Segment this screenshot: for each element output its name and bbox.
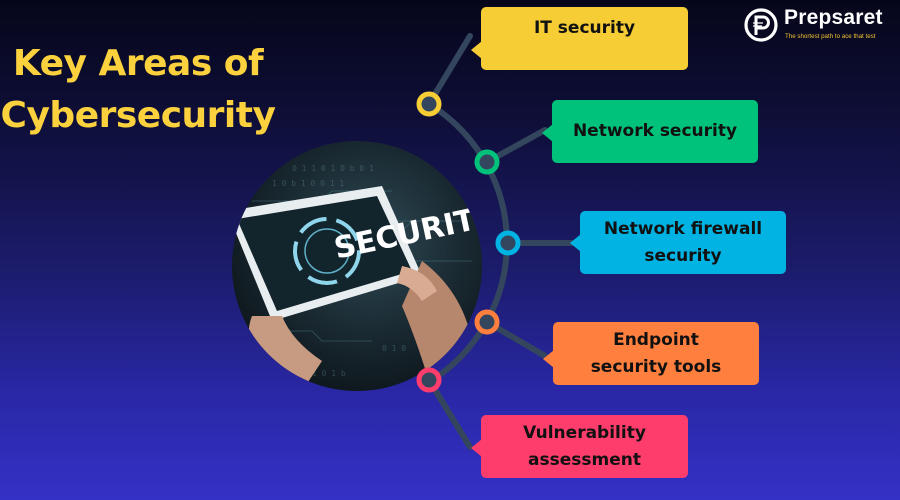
area-label-line-2: security tools [590, 356, 722, 377]
svg-text:0 1 0: 0 1 0 [382, 344, 406, 353]
security-tablet-image: 0 1 1 0 1 0 b 0 1 1 0 b 1 0 0 1 1 0 1 0 1 … [232, 141, 482, 391]
area-label: Network security [572, 121, 738, 141]
connector-arc [426, 101, 510, 385]
area-label-line-1: Vulnerability [523, 422, 646, 443]
connector-1 [426, 33, 473, 107]
area-network-firewall-security: Network firewall security [570, 211, 786, 274]
node-network-firewall [495, 230, 521, 256]
area-label-line-1: Endpoint [613, 329, 699, 350]
area-label-line-2: assessment [528, 449, 641, 470]
area-it-security: IT security [471, 7, 688, 70]
brand-name: Prepsaret [784, 6, 883, 29]
node-network-security [474, 149, 500, 175]
area-network-security: Network security [542, 100, 758, 163]
area-endpoint-security-tools: Endpoint security tools [543, 322, 759, 385]
connector-5 [426, 377, 473, 450]
svg-text:1 0 1 b: 1 0 1 b [312, 369, 346, 378]
title-line-2: Cybersecurity [0, 95, 276, 136]
brand-tagline: The shortest path to ace that test [785, 33, 876, 40]
brand-logo: Prepsaret The shortest path to ace that … [744, 6, 900, 46]
area-vulnerability-assessment: Vulnerability assessment [471, 415, 688, 478]
area-label-line-2: security [644, 245, 722, 266]
title-line-1: Key Areas of [12, 43, 264, 84]
node-it-security [416, 91, 442, 117]
node-endpoint-security [474, 309, 500, 335]
page-title: Key Areas of Cybersecurity [0, 38, 276, 142]
tablet-illustration: 0 1 1 0 1 0 b 0 1 1 0 b 1 0 0 1 1 0 1 0 1 … [232, 164, 482, 391]
area-label: IT security [533, 18, 636, 38]
prepsaret-logo-icon [744, 8, 778, 42]
area-label-line-1: Network firewall [603, 218, 763, 239]
svg-text:1 0 b 1 0 0 1 1: 1 0 b 1 0 0 1 1 [272, 179, 344, 188]
svg-text:0 1 1 0 1 0 b 0 1: 0 1 1 0 1 0 b 0 1 [292, 164, 374, 173]
node-vulnerability [416, 367, 442, 393]
